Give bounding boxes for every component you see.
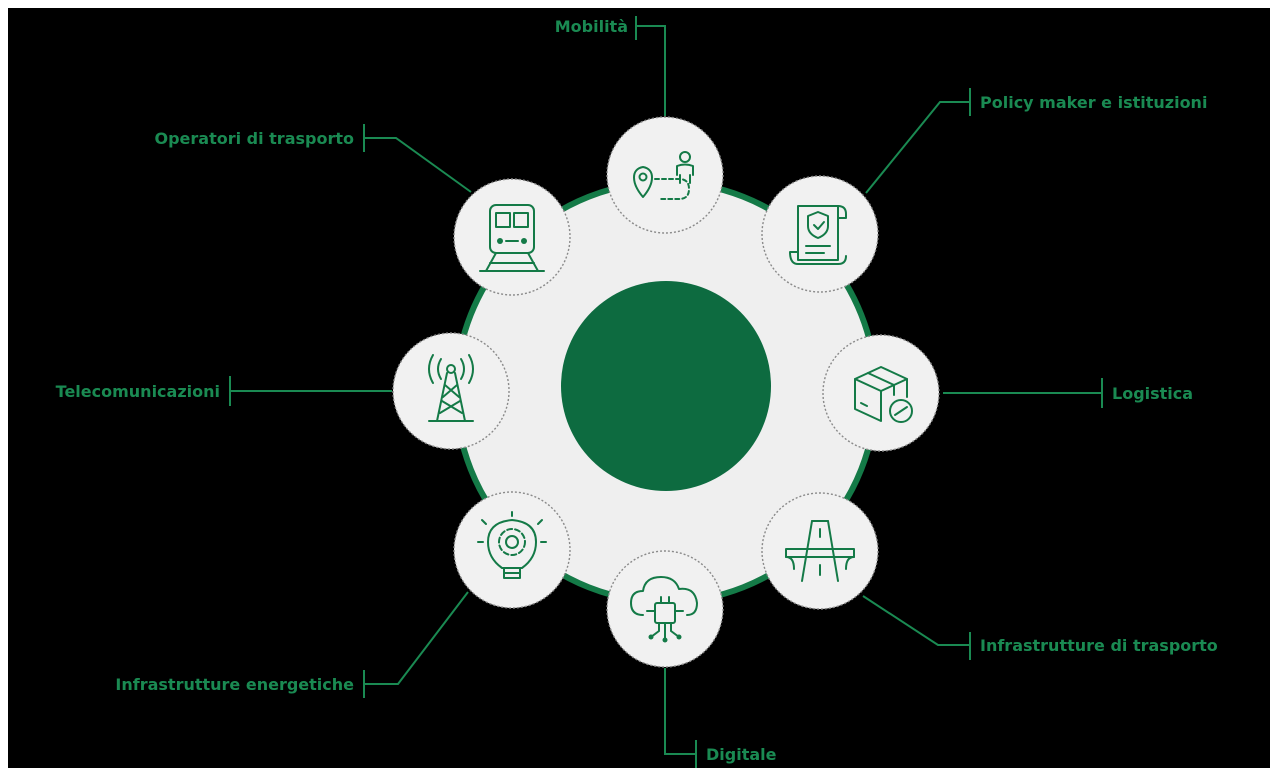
label-infra-trasporto: Infrastrutture di trasporto [980, 636, 1218, 655]
node-operatori[interactable] [453, 178, 571, 296]
node-digitale[interactable] [606, 550, 724, 668]
cloud-chip-icon [630, 576, 698, 643]
label-operatori: Operatori di trasporto [154, 129, 354, 148]
highway-bridge-icon [785, 520, 855, 582]
connector-policy [865, 101, 970, 194]
connector-infra-energetiche [364, 591, 469, 685]
diagram-canvas: Mobilità Policy maker e istituzioni Logi… [8, 8, 1270, 768]
node-logistica[interactable] [822, 334, 940, 452]
stakeholder-diagram: Mobilità Policy maker e istituzioni Logi… [56, 16, 1218, 768]
package-icon [854, 366, 913, 423]
label-mobilita: Mobilità [555, 17, 628, 36]
label-policy: Policy maker e istituzioni [980, 93, 1207, 112]
antenna-tower-icon [428, 354, 474, 422]
center-circle [561, 281, 771, 491]
label-telecom: Telecomunicazioni [56, 382, 220, 401]
document-shield-icon [789, 205, 847, 265]
node-mobilita[interactable] [606, 116, 724, 234]
node-policy[interactable] [761, 175, 879, 293]
label-infra-energetiche: Infrastrutture energetiche [115, 675, 354, 694]
label-digitale: Digitale [706, 745, 777, 764]
lightbulb-gear-icon [477, 511, 547, 579]
train-icon [479, 204, 545, 272]
node-infra-trasporto[interactable] [761, 492, 879, 610]
label-logistica: Logistica [1112, 384, 1193, 403]
labels: Mobilità Policy maker e istituzioni Logi… [56, 17, 1218, 764]
connectors [229, 16, 1103, 768]
node-infra-energetiche[interactable] [453, 491, 571, 609]
connector-mobilita [636, 25, 666, 116]
location-person-icon [633, 151, 694, 200]
connector-digitale [664, 668, 696, 755]
connector-operatori [364, 137, 472, 193]
connector-infra-trasporto [862, 595, 970, 646]
node-telecom[interactable] [392, 332, 510, 450]
